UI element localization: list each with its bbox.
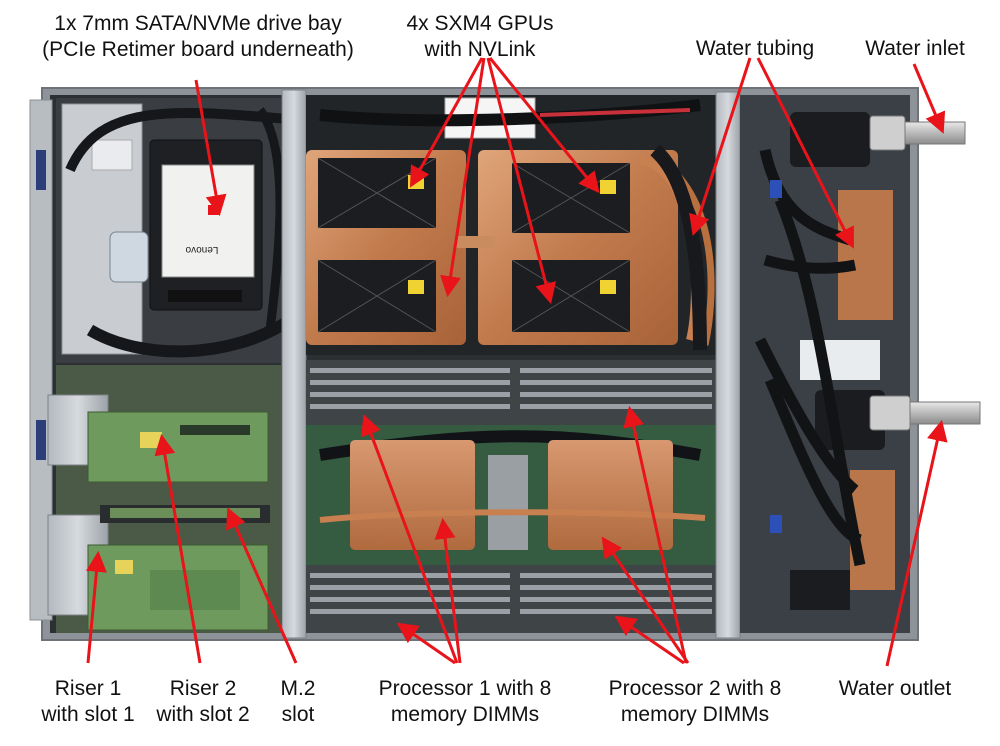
label-drive-bay: 1x 7mm SATA/NVMe drive bay (PCIe Retimer… [18, 11, 378, 63]
arrow-proc2-dimm-bottom [614, 615, 685, 665]
arrow-riser-1 [85, 550, 107, 664]
label-water-inlet: Water inlet [845, 36, 985, 62]
water-section [740, 95, 910, 633]
label-processor-2: Processor 2 with 8 memory DIMMs [590, 676, 800, 728]
dimm-rows-bottom [306, 565, 716, 633]
arrow-riser-2 [154, 433, 202, 664]
label-processor-2-line2: memory DIMMs [620, 703, 770, 726]
label-riser-1: Riser 1 with slot 1 [28, 676, 148, 728]
divider-right [715, 91, 741, 639]
divider-left [281, 89, 307, 639]
label-riser-1-line1: Riser 1 [54, 677, 122, 700]
arrow-m2 [226, 507, 298, 664]
arrow-tubing-2 [756, 57, 854, 249]
label-gpus-line1: 4x SXM4 GPUs [406, 12, 554, 35]
drive-brand-text: Lenovo [185, 244, 218, 255]
arrow-proc1-cpu [434, 517, 462, 664]
dimm-rows-top [306, 360, 716, 425]
water-outlet-shaft [869, 395, 981, 431]
cpu-area [306, 425, 716, 565]
arrow-gpu-3 [440, 57, 486, 298]
arrow-tubing-1 [689, 57, 752, 236]
gpu-plate-1 [317, 157, 437, 229]
gpu-plate-3 [317, 259, 437, 333]
drive-bay-area: Lenovo [56, 98, 301, 363]
label-riser-1-line2: with slot 1 [41, 703, 135, 726]
label-m2: M.2 slot [268, 676, 328, 728]
arrow-proc1-dimm-top [361, 414, 459, 664]
label-water-outlet-line1: Water outlet [838, 677, 952, 700]
label-riser-2-line2: with slot 2 [156, 703, 250, 726]
label-processor-1: Processor 1 with 8 memory DIMMs [360, 676, 570, 728]
label-water-tubing-line1: Water tubing [695, 37, 815, 60]
gpu-area [306, 95, 716, 355]
label-processor-1-line2: memory DIMMs [390, 703, 540, 726]
label-riser-2-line1: Riser 2 [169, 677, 237, 700]
gpu-plate-2 [511, 162, 631, 234]
label-drive-bay-line1: 1x 7mm SATA/NVMe drive bay [54, 12, 342, 35]
arrow-proc1-dimm-bottom [396, 622, 456, 665]
label-gpus: 4x SXM4 GPUs with NVLink [390, 11, 570, 63]
arrow-gpu-2 [488, 57, 600, 194]
arrow-inlet [912, 63, 946, 134]
label-m2-line2: slot [281, 703, 315, 726]
label-drive-bay-line2: (PCIe Retimer board underneath) [42, 38, 354, 61]
label-water-outlet: Water outlet [820, 676, 970, 702]
arrow-gpu-1 [409, 57, 484, 188]
arrow-gpu-4 [486, 57, 557, 305]
riser-area [47, 365, 281, 633]
label-processor-1-line1: Processor 1 with 8 [378, 677, 552, 700]
label-m2-line1: M.2 [280, 677, 316, 700]
label-processor-2-line1: Processor 2 with 8 [608, 677, 782, 700]
label-gpus-line2: with NVLink [424, 38, 536, 61]
gpu-plate-4 [511, 259, 631, 333]
arrow-proc2-dimm-top [623, 405, 688, 664]
label-riser-2: Riser 2 with slot 2 [143, 676, 263, 728]
arrow-outlet [885, 419, 948, 667]
label-water-tubing: Water tubing [680, 36, 830, 62]
label-water-inlet-line1: Water inlet [865, 37, 965, 60]
callout-arrows [85, 57, 948, 667]
arrow-drive-bay [194, 79, 227, 217]
arrow-proc2-cpu [601, 536, 690, 664]
